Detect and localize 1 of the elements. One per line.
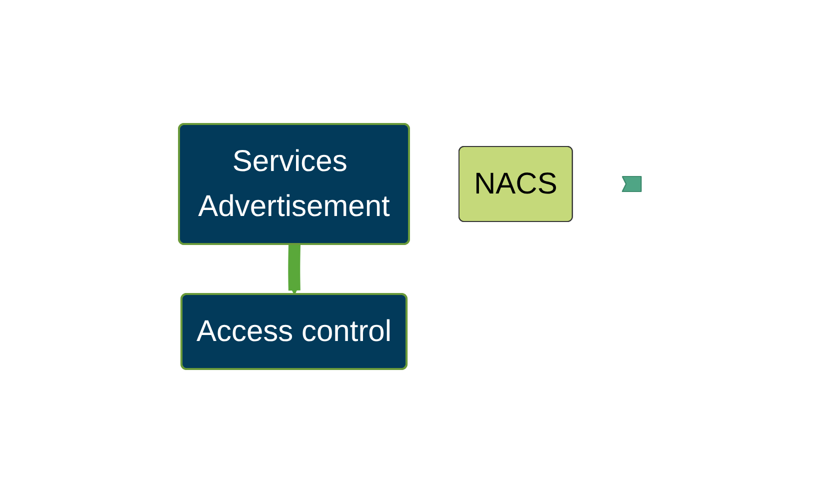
- arrow: [288, 242, 300, 294]
